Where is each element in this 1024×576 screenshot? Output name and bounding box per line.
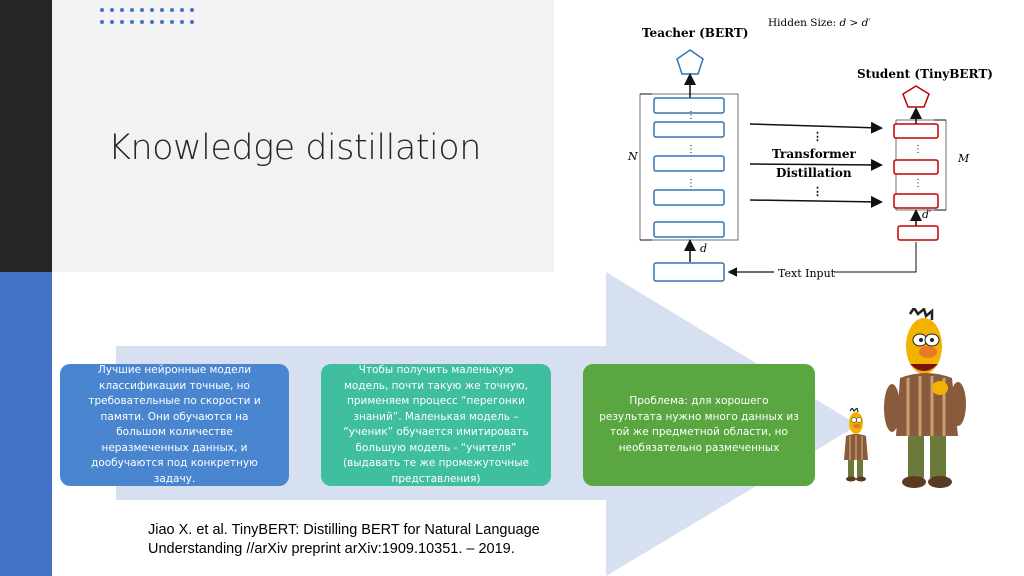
teacher-layer	[653, 97, 725, 114]
slide-title: Knowledge distillation	[108, 128, 481, 168]
student-embedding	[897, 225, 939, 241]
teacher-layer	[653, 121, 725, 138]
n-label: 𝑁	[627, 150, 638, 163]
bert-puppet-small-icon	[844, 408, 868, 482]
decorative-dots	[100, 8, 210, 38]
svg-text:⋮: ⋮	[686, 110, 696, 121]
card-text: Лучшие нейронные модели классификации то…	[88, 364, 261, 485]
student-layer	[893, 193, 939, 209]
title-panel	[52, 0, 554, 272]
svg-text:⋮: ⋮	[686, 178, 696, 189]
teacher-layer	[653, 221, 725, 238]
card-problem-large-models: Лучшие нейронные модели классификации то…	[60, 364, 289, 486]
d-label: 𝑑	[700, 242, 707, 255]
m-label: 𝑀	[957, 152, 970, 165]
svg-text:⋮: ⋮	[913, 144, 923, 155]
d-prime-label: 𝑑′	[922, 208, 932, 221]
hidden-size-label: Hidden Size: 𝑑 > 𝑑′	[768, 17, 871, 29]
svg-text:⋮: ⋮	[812, 130, 823, 143]
teacher-output-pentagon	[676, 49, 704, 75]
transformer-label: Transformer	[772, 147, 856, 161]
teacher-embedding	[653, 262, 725, 282]
text-input-label: Text Input	[778, 267, 836, 280]
card-text: Проблема: для хорошего результата нужно …	[599, 395, 799, 454]
distillation-label: Distillation	[776, 166, 852, 180]
student-output-pentagon	[902, 85, 930, 108]
bert-puppet-large-icon	[884, 308, 966, 488]
teacher-layer	[653, 155, 725, 172]
svg-text:⋮: ⋮	[913, 178, 923, 189]
left-accent-bar-dark	[0, 0, 52, 272]
card-data-problem: Проблема: для хорошего результата нужно …	[583, 364, 815, 486]
student-layer	[893, 159, 939, 175]
left-accent-bar-blue	[0, 272, 52, 576]
teacher-label: Teacher (BERT)	[642, 26, 748, 40]
citation: Jiao X. et al. TinyBERT: Distilling BERT…	[148, 522, 540, 557]
svg-text:⋮: ⋮	[812, 185, 823, 198]
student-label: Student (TinyBERT)	[857, 67, 993, 81]
svg-text:⋮: ⋮	[686, 144, 696, 155]
student-layer	[893, 123, 939, 139]
teacher-layer	[653, 189, 725, 206]
tinybert-diagram: Hidden Size: 𝑑 > 𝑑′ Teacher (BERT) Stude…	[627, 17, 993, 282]
card-distillation-process: Чтобы получить маленькую модель, почти т…	[321, 364, 551, 486]
card-text: Чтобы получить маленькую модель, почти т…	[342, 364, 530, 485]
